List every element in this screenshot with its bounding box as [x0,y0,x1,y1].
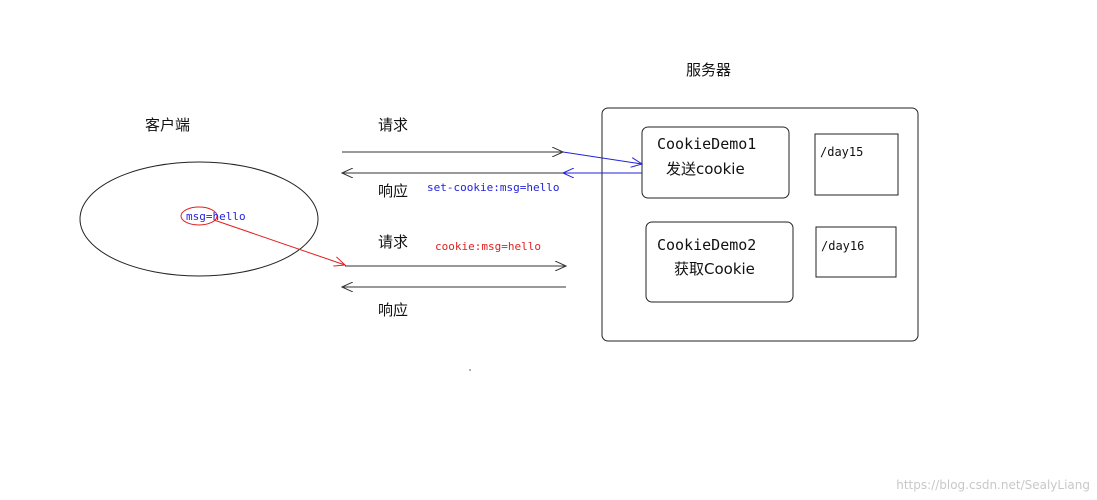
cookie-highlight-circle [180,206,218,226]
day16-box [815,226,897,278]
response-label-1: 响应 [378,182,408,200]
request-label-1: 请求 [378,116,408,134]
response-label-2: 响应 [378,301,408,319]
request-label-2: 请求 [378,233,408,251]
client-ellipse [79,161,319,277]
server-title: 服务器 [686,61,731,79]
cookie-demo1-action: 发送cookie [666,160,745,178]
day16-path: /day16 [821,239,864,253]
cookie-demo2-box [645,221,794,303]
set-cookie-header: set-cookie:msg=hello [427,181,559,194]
cookie-demo2-name: CookieDemo2 [657,236,756,254]
watermark-text: https://blog.csdn.net/SealyLiang [896,478,1090,492]
cookie-demo1-name: CookieDemo1 [657,135,756,153]
client-cookie-text: msg=hello [186,210,246,223]
cookie-demo2-action: 获取Cookie [674,260,755,278]
day15-path: /day15 [820,145,863,159]
cookie-carry-arrow [213,219,345,265]
stray-dot [469,369,471,371]
client-title: 客户端 [145,116,190,134]
server-box [601,107,919,342]
cookie-header: cookie:msg=hello [435,240,541,253]
request-arrow-1-blue-extension [562,151,642,164]
day15-box [814,133,899,196]
